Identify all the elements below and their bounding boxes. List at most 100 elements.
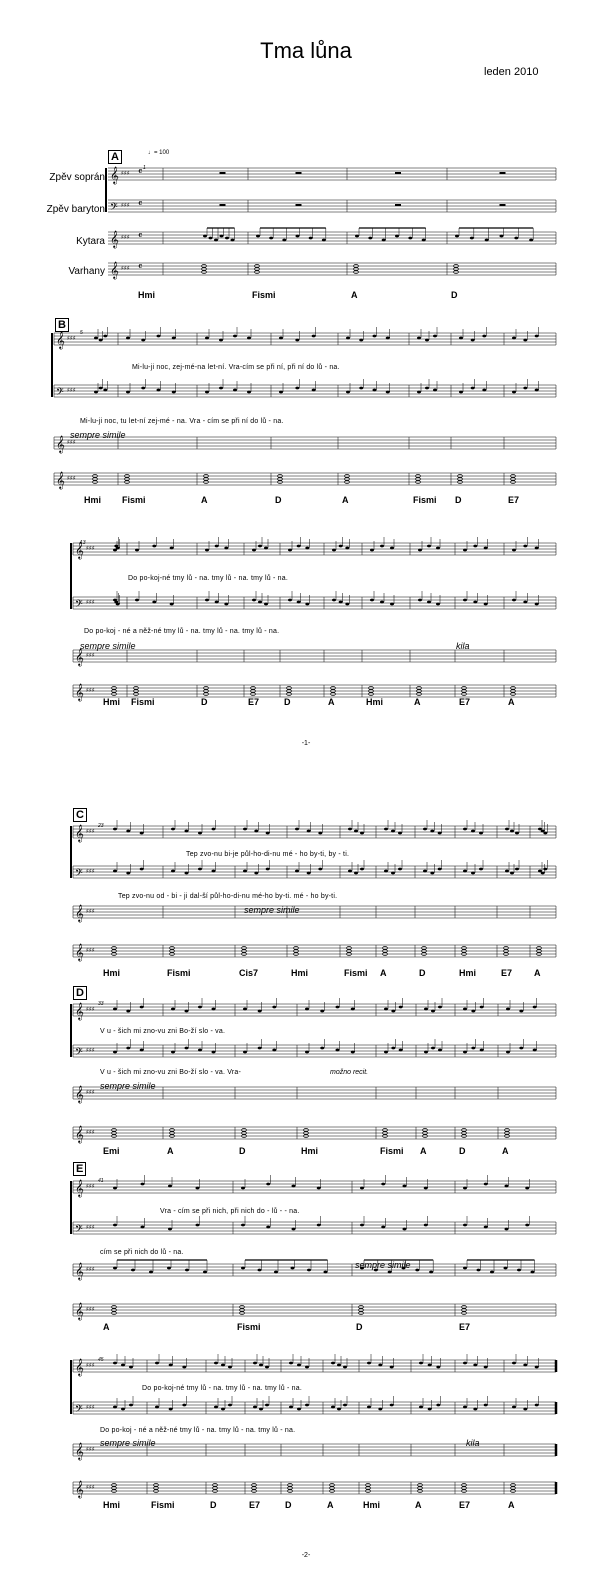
chord-symbol: D — [275, 495, 282, 505]
organ-chord-note — [239, 1305, 245, 1309]
vocal-note — [390, 546, 394, 550]
vocal-note — [98, 338, 103, 342]
chord-symbol: A — [502, 1146, 509, 1156]
vocal-note — [471, 829, 475, 833]
vocal-note — [534, 334, 539, 338]
chord-symbol: Fismi — [252, 290, 276, 300]
organ-chord-note — [201, 264, 207, 268]
organ-chord-note — [365, 1483, 371, 1487]
lyrics-soprano: Do po-koj-né tmy lů - na. tmy lů - na. t… — [128, 575, 288, 582]
vocal-note — [510, 829, 514, 833]
vocal-note — [171, 1050, 175, 1054]
vocal-note — [184, 871, 189, 875]
guitar-note — [429, 1270, 434, 1274]
guitar-note — [517, 1268, 521, 1272]
vocal-note — [346, 390, 350, 394]
vocal-note — [345, 602, 350, 606]
chord-symbol: E7 — [459, 697, 471, 707]
key-signature-icon: ♯♯♯ — [86, 1446, 95, 1453]
expression-sempre-simile: sempre simile — [244, 905, 300, 915]
vocal-note — [198, 1005, 202, 1009]
vocal-note — [338, 600, 343, 604]
chord-symbol: Hmi — [103, 697, 121, 707]
rehearsal-mark-b: B — [55, 318, 69, 332]
organ-chord-note — [124, 474, 130, 478]
chord-symbol: Hmi — [103, 1500, 121, 1510]
vocal-note — [98, 386, 103, 390]
vocal-note — [384, 1050, 388, 1054]
vocal-note — [169, 546, 174, 550]
vocal-note — [402, 1227, 407, 1231]
vocal-note — [512, 598, 516, 602]
vocal-note — [381, 1225, 386, 1229]
vocal-note — [296, 544, 301, 548]
vocal-note — [506, 1007, 510, 1011]
vocal-note — [265, 867, 270, 871]
key-signature-icon: ♯♯♯ — [67, 439, 76, 446]
vocal-note — [140, 1225, 145, 1229]
chord-symbol: D — [356, 1322, 363, 1332]
vocal-note — [532, 1048, 537, 1052]
vocal-note — [483, 546, 488, 550]
vocal-note — [372, 388, 377, 392]
vocal-note — [316, 1223, 321, 1227]
vocal-note — [228, 1365, 232, 1369]
vocal-note — [384, 869, 388, 873]
treble-clef-icon: 𝄞 — [75, 824, 84, 842]
chord-symbol: A — [414, 697, 421, 707]
chord-symbol: E7 — [459, 1500, 471, 1510]
vocal-note — [141, 386, 146, 390]
guitar-note — [387, 1270, 392, 1274]
vocal-note — [523, 600, 528, 604]
vocal-note — [425, 338, 429, 342]
vocal-note — [156, 334, 161, 338]
vocal-note — [113, 1361, 117, 1365]
vocal-note — [233, 388, 237, 392]
vocal-note — [205, 390, 209, 394]
vocal-note — [265, 1365, 269, 1369]
guitar-note — [295, 234, 300, 238]
organ-chord-note — [346, 946, 352, 950]
vocal-note — [417, 336, 421, 340]
organ-chord-note — [111, 946, 117, 950]
vocal-note — [211, 869, 216, 873]
key-signature-icon: ♯♯♯ — [67, 387, 76, 394]
organ-chord-note — [251, 1483, 257, 1487]
vocal-note — [126, 390, 130, 394]
vocal-note — [540, 829, 545, 833]
key-signature-icon: ♯♯♯ — [86, 1047, 95, 1054]
organ-chord-note — [241, 946, 247, 950]
vocal-note — [305, 602, 310, 606]
guitar-note — [214, 238, 218, 242]
guitar-note — [225, 236, 229, 240]
vocal-note — [381, 1182, 386, 1186]
vocal-note — [463, 827, 467, 831]
vocal-note — [205, 548, 209, 552]
vocal-note — [168, 1363, 173, 1367]
vocal-note — [372, 334, 377, 338]
vocal-note — [425, 386, 429, 390]
key-signature-icon: ♯♯♯ — [86, 1183, 95, 1190]
vocal-note — [259, 1363, 263, 1367]
vocal-note — [479, 1048, 484, 1052]
vocal-note — [483, 1403, 488, 1407]
vocal-note — [316, 1186, 321, 1190]
vocal-note — [427, 1363, 432, 1367]
guitar-note — [503, 1266, 508, 1270]
vocal-note — [331, 1361, 335, 1365]
chord-symbol: Hmi — [459, 968, 477, 978]
chord-symbol: A — [342, 495, 349, 505]
vocal-note — [335, 1005, 340, 1009]
vocal-note — [463, 1007, 467, 1011]
vocal-note — [295, 869, 299, 873]
vocal-note — [211, 1007, 216, 1011]
vocal-note — [311, 388, 316, 392]
vocal-note — [417, 390, 421, 394]
lyrics-baritone: cím se při nich do lů - na. — [100, 1249, 184, 1256]
organ-chord-note — [353, 264, 359, 268]
measure-number: 45 — [98, 1357, 104, 1363]
vocal-note — [184, 1046, 189, 1050]
key-signature-icon: ♯♯♯ — [86, 1006, 95, 1013]
vocal-note — [241, 1186, 245, 1190]
vocal-note — [205, 598, 209, 602]
